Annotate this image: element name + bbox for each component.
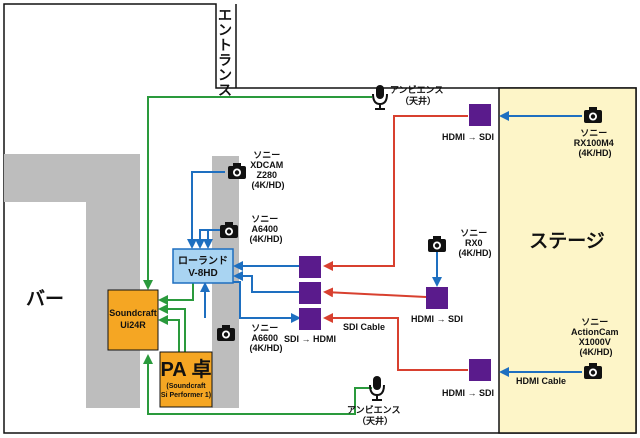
switcher-label-line2: V-8HD	[188, 268, 217, 279]
sdi-line-top	[323, 115, 468, 271]
camera-rx0-line1: ソニー	[460, 228, 487, 238]
converter-sdi-hdmi-1	[299, 256, 321, 278]
camera-action-label: ソニー ActionCam X1000V (4K/HD)	[571, 317, 621, 357]
entrance-char-5: ン	[218, 68, 232, 84]
camera-z280-line2: XDCAM	[250, 160, 283, 170]
audio-line-pa2	[158, 315, 180, 352]
sdi-cable-label: SDI Cable	[343, 322, 385, 332]
audio-line-top	[143, 96, 372, 290]
entrance-char-2: ン	[218, 23, 232, 39]
bar-label: バー	[26, 288, 64, 310]
hdmi-cable-label: HDMI Cable	[516, 376, 566, 386]
camera-action-line3: X1000V	[579, 337, 611, 347]
camera-z280-label: ソニー XDCAM Z280 (4K/HD)	[250, 150, 286, 190]
camera-a6400-line3: (4K/HD)	[250, 234, 283, 244]
camera-rx0-icon	[428, 236, 446, 252]
camera-action-line2: ActionCam	[571, 327, 619, 337]
camera-rx0-line3: (4K/HD)	[459, 248, 492, 258]
converter-hdmi-sdi-top	[469, 104, 491, 126]
sdi-line-bottom	[323, 313, 468, 371]
switcher-label-line1: ローランド	[178, 255, 228, 267]
camera-z280-line4: (4K/HD)	[252, 180, 285, 190]
camera-a6600-line3: (4K/HD)	[250, 343, 283, 353]
mic-bottom-icon	[369, 375, 385, 402]
camera-a6600-label: ソニー A6600 (4K/HD)	[250, 323, 283, 353]
converter-mid-label: HDMI → SDI	[411, 314, 463, 324]
entrance-char-1: エ	[218, 8, 232, 24]
entrance-char-4: ラ	[218, 53, 232, 69]
mixer-box	[107, 289, 159, 351]
mic-bottom-label: アンビエンス （天井）	[347, 404, 403, 426]
pa-sub-line1: (Soundcraft	[166, 383, 206, 390]
video-line-a6400-b	[203, 229, 225, 249]
stage-label: ステージ	[529, 231, 605, 252]
converter-sdi-hdmi-2	[299, 282, 321, 304]
video-line-out	[231, 281, 301, 323]
mixer-label-line2: Ui24R	[120, 320, 146, 330]
camera-rx100-line1: ソニー	[580, 128, 607, 138]
camera-a6400-label: ソニー A6400 (4K/HD)	[250, 214, 283, 244]
video-line-z280	[187, 171, 225, 249]
camera-rx100-label: ソニー RX100M4 (4K/HD)	[574, 128, 617, 158]
converter-top-label: HDMI → SDI	[442, 132, 494, 142]
pa-title: PA 卓	[160, 357, 211, 381]
camera-z280-line3: Z280	[256, 170, 277, 180]
converter-sdi-hdmi-3	[299, 308, 321, 330]
camera-rx0-label: ソニー RX0 (4K/HD)	[459, 228, 492, 258]
camera-a6400-line2: A6400	[251, 224, 278, 234]
camera-rx100-line2: RX100M4	[574, 138, 614, 148]
pa-box	[159, 351, 213, 408]
sdi-line-mid	[323, 287, 427, 298]
pa-sub-line2: Si Performer 1)	[161, 392, 211, 399]
mic-top-line1: アンビエンス	[390, 84, 443, 95]
camera-action-line1: ソニー	[581, 317, 608, 327]
converter-out-label: SDI → HDMI	[284, 334, 336, 344]
switcher-box	[172, 248, 234, 284]
converter-hdmi-sdi-bottom	[469, 359, 491, 381]
bar-counter	[4, 154, 140, 408]
entrance-char-3: ト	[218, 38, 232, 54]
camera-a6600-line1: ソニー	[251, 323, 278, 333]
camera-z280-line1: ソニー	[253, 150, 280, 160]
entrance-label: エ ン ト ラ ン ス	[218, 8, 237, 99]
mic-top-label: アンビエンス （天井）	[390, 84, 446, 106]
mic-bottom-line2: （天井）	[357, 415, 393, 426]
camera-rx100-line3: (4K/HD)	[579, 148, 612, 158]
camera-action-line4: (4K/HD)	[580, 347, 613, 357]
audio-line-bottom	[143, 354, 372, 415]
pa-sub: (Soundcraft Si Performer 1)	[161, 383, 211, 399]
camera-a6600-line2: A6600	[251, 333, 278, 343]
audio-line-switcher	[158, 282, 194, 305]
converter-hdmi-sdi-mid	[426, 287, 448, 309]
audio-line-pa1	[158, 304, 186, 352]
camera-a6400-line1: ソニー	[251, 214, 278, 224]
stage-area	[498, 87, 637, 434]
mic-top-line2: （天井）	[400, 95, 436, 106]
mixer-label-line1: Soundcraft	[109, 308, 157, 318]
camera-rx0-line2: RX0	[465, 238, 483, 248]
mic-bottom-line1: アンビエンス	[347, 404, 400, 415]
converter-bottom-label: HDMI → SDI	[442, 388, 494, 398]
entrance-char-6: ス	[218, 83, 232, 99]
video-line-conv2	[233, 271, 299, 293]
